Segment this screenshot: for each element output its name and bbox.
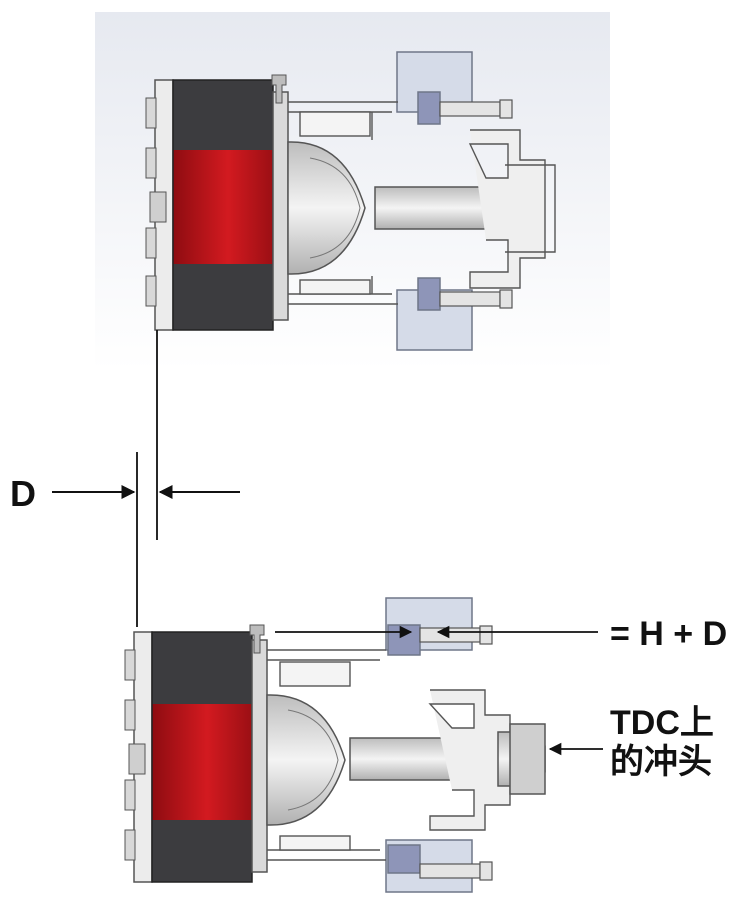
ram-shaft: [374, 186, 491, 230]
ram-tdc-callout: TDC上 的冲头: [548, 704, 714, 781]
press-frame: [288, 101, 398, 305]
press-frame-bottom: [267, 649, 386, 861]
hydraulic-cylinder-bottom: [151, 631, 253, 883]
cylinder-flange: [272, 91, 289, 321]
h-plus-d-callout: = H + D: [275, 615, 727, 653]
cylinder-flange-bottom: [251, 639, 268, 873]
ram-tip: [509, 723, 546, 795]
piston-dome-bottom: [266, 694, 346, 826]
end-plate: [145, 79, 174, 331]
die-holder-bottom: [428, 689, 511, 831]
top-fitting-bottom: [249, 624, 265, 654]
top-fitting: [271, 74, 287, 104]
die-block: [505, 164, 556, 253]
h-plus-d-label: = H + D: [610, 615, 727, 653]
bolster-plate: [396, 51, 473, 351]
press-assembly-top: [95, 12, 610, 370]
hydraulic-cylinder: [172, 79, 274, 331]
die-holder: [468, 129, 546, 289]
ram-tdc-label-line2: 的冲头: [610, 743, 712, 781]
end-plate-bottom: [124, 631, 153, 883]
distance-d-indicator: D: [10, 330, 240, 627]
piston-dome: [287, 141, 366, 275]
stripper-details: [439, 99, 513, 309]
ram-tdc-label-line1: TDC上: [610, 704, 714, 742]
d-label: D: [10, 473, 36, 514]
press-assembly-bottom: [124, 597, 546, 893]
